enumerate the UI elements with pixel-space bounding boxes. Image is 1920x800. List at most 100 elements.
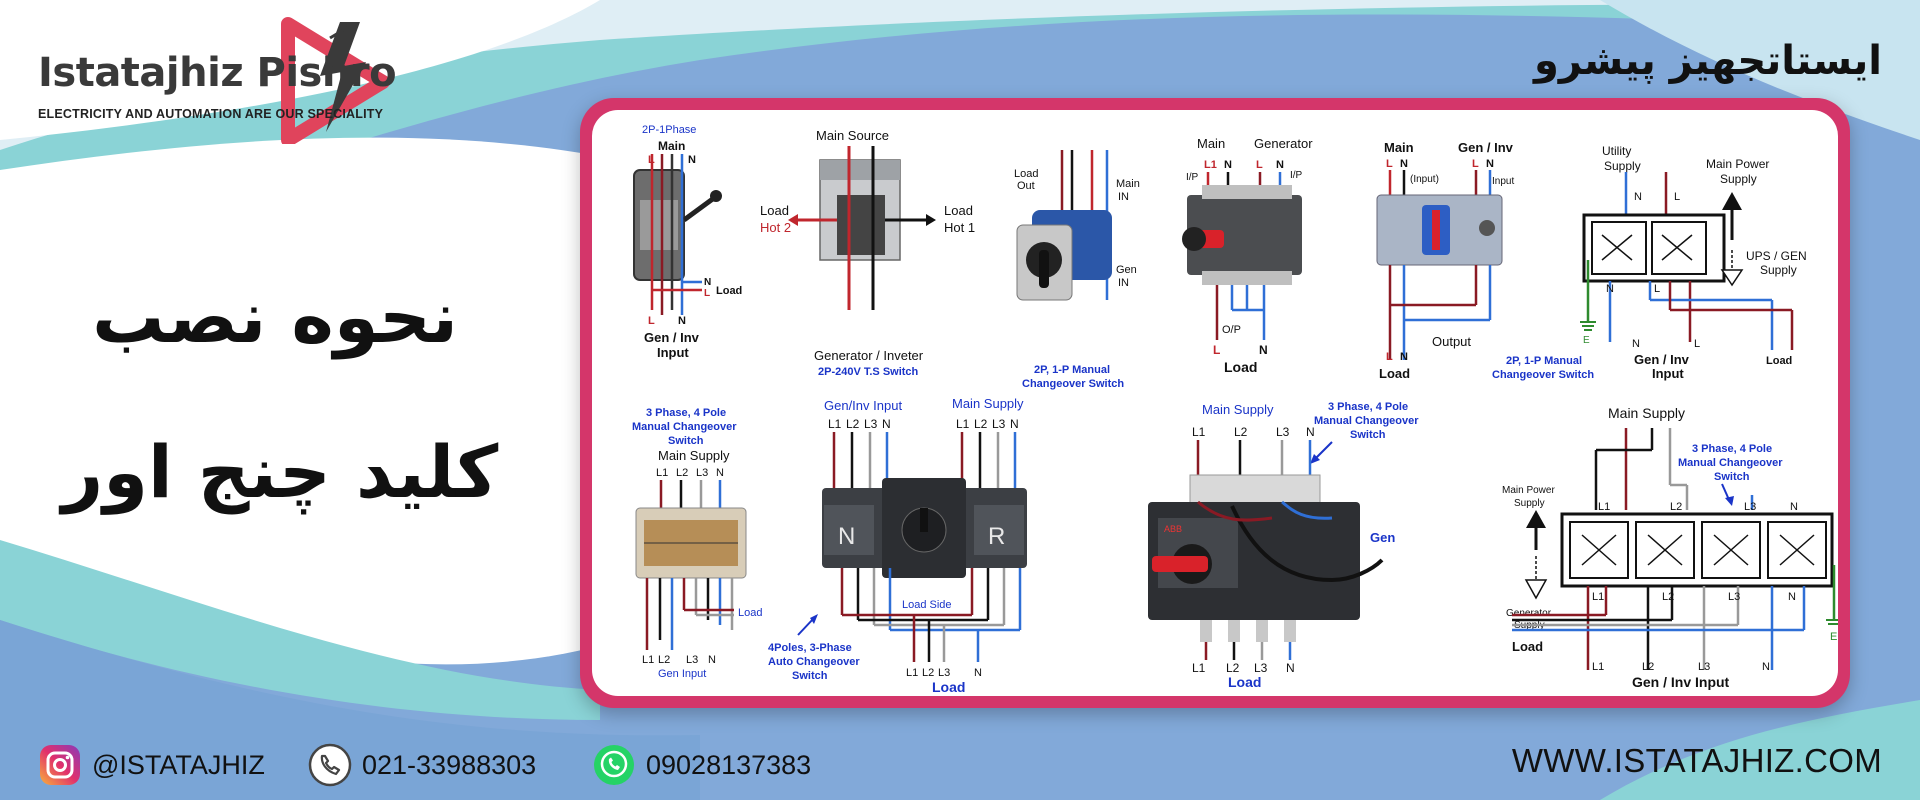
d4-n-gen: N <box>1276 159 1284 171</box>
d6-mps2: Supply <box>1720 172 1757 186</box>
d3-gen: Gen <box>1116 264 1137 276</box>
d3-in2: IN <box>1118 277 1129 289</box>
d10-mps1: Main Power <box>1502 485 1555 496</box>
d10-l2-top: L2 <box>1670 501 1682 513</box>
whatsapp-number[interactable]: 09028137383 <box>646 749 812 780</box>
d8-cap2: Auto Changeover <box>768 656 860 668</box>
d4-generator: Generator <box>1254 136 1313 151</box>
d10-n-top: N <box>1790 501 1798 513</box>
d6-switch-frame <box>1582 213 1726 283</box>
d7-main-supply: Main Supply <box>658 448 730 463</box>
d7-gen-input: Gen Input <box>658 668 706 680</box>
d10-cap3: Switch <box>1714 471 1750 483</box>
diagram-auto-changeover: Gen/Inv Input Main Supply L1 L2 L3 N L1 … <box>768 396 1027 695</box>
footer-phone[interactable]: 021-33988303 <box>308 742 536 788</box>
d9-cap1: 3 Phase, 4 Pole <box>1328 401 1408 413</box>
d10-mps2: Supply <box>1514 498 1545 509</box>
footer-instagram[interactable]: @ISTATAJHIZ <box>38 742 265 788</box>
diagram-card: 2P-1Phase Main L N N L Load L N Gen / <box>580 98 1850 708</box>
d1-input: Input <box>657 345 689 360</box>
d8-r-label: R <box>988 523 1005 550</box>
website-link[interactable]: WWW.ISTATAJHIZ.COM <box>1511 742 1882 779</box>
brand-name: Istatajhiz Pishro <box>38 50 397 96</box>
d6-gen1: Gen / Inv <box>1634 352 1690 367</box>
d6-caption1: 2P, 1-P Manual <box>1506 355 1582 367</box>
d8-l2-load: L2 <box>922 667 934 679</box>
d6-ups2: Supply <box>1760 263 1797 277</box>
d9-l1: L1 <box>1192 425 1206 439</box>
d9-l2-b: L2 <box>1226 661 1240 675</box>
d5-gen: Gen / Inv <box>1458 140 1514 155</box>
d4-n-load: N <box>1259 343 1268 357</box>
diagram-abb-changeover: Main Supply 3 Phase, 4 Pole Manual Chang… <box>1148 401 1419 690</box>
d9-l3-b: L3 <box>1254 661 1268 675</box>
d4-op: O/P <box>1222 324 1241 336</box>
d1-n-bottom: N <box>678 315 686 327</box>
d3-caption2: Changeover Switch <box>1022 378 1124 390</box>
d2-box-lid <box>820 160 900 180</box>
d4-l-load: L <box>1213 343 1220 357</box>
d9-cap2: Manual Changeover <box>1314 415 1419 427</box>
d5-output: Output <box>1432 334 1471 349</box>
d10-switch-frame <box>1560 512 1834 588</box>
d7-n-b: N <box>708 654 716 666</box>
d9-n: N <box>1306 425 1315 439</box>
d7-cap1: 3 Phase, 4 Pole <box>646 407 726 419</box>
d6-n-gen: N <box>1632 338 1640 350</box>
d10-l3-mid: L3 <box>1728 591 1740 603</box>
d8-l1-load: L1 <box>906 667 918 679</box>
d10-load: Load <box>1512 639 1543 654</box>
phone-icon <box>308 743 352 787</box>
d2-contacts <box>837 195 885 255</box>
d5-input-left: (Input) <box>1410 174 1439 185</box>
d1-title: 2P-1Phase <box>642 124 696 136</box>
d9-main-supply: Main Supply <box>1202 402 1274 417</box>
d8-l3-b: L3 <box>992 417 1006 431</box>
d8-n-a: N <box>882 417 891 431</box>
d10-l1-top: L1 <box>1598 501 1610 513</box>
diagram-rotary-switch: Load Out Main IN Gen IN 2P, 1-P Manual C… <box>1014 150 1140 390</box>
diagram-main-gen-output: Main Gen / Inv L N L N (Input) Input <box>1376 140 1514 381</box>
d10-cap1: 3 Phase, 4 Pole <box>1692 443 1772 455</box>
d3-in1: IN <box>1118 191 1129 203</box>
diagram-schematic-2p: Utility Supply Main Power Supply N L <box>1492 144 1807 381</box>
diagram-3phase-manual: 3 Phase, 4 Pole Manual Changeover Switch… <box>632 407 762 680</box>
d1-handle-knob <box>710 190 722 202</box>
d10-cap2: Manual Changeover <box>1678 457 1783 469</box>
d7-l1-b: L1 <box>642 654 654 666</box>
d8-n-load: N <box>974 667 982 679</box>
d6-caption2: Changeover Switch <box>1492 369 1594 381</box>
d3-main: Main <box>1116 178 1140 190</box>
d6-load: Load <box>1766 355 1792 367</box>
d9-load: Load <box>1228 674 1261 690</box>
d1-load: Load <box>716 285 742 297</box>
d6-ups1: UPS / GEN <box>1746 249 1807 263</box>
d9-gen: Gen <box>1370 530 1395 545</box>
d5-handle <box>1432 210 1440 250</box>
d4-n-main: N <box>1224 159 1232 171</box>
d6-e: E <box>1583 335 1590 346</box>
diagram-ts-switch: Main Source Load Hot 2 Load Hot 1 Genera… <box>760 128 975 378</box>
instagram-handle[interactable]: @ISTATAJHIZ <box>92 749 265 780</box>
d5-input-right: Input <box>1492 176 1514 187</box>
d6-l-out: L <box>1654 283 1660 295</box>
d7-l2-b: L2 <box>658 654 670 666</box>
d1-main: Main <box>658 139 685 153</box>
headline-line-2: کلید چنج اور <box>61 430 499 514</box>
phone-number[interactable]: 021-33988303 <box>362 749 537 780</box>
d7-n: N <box>716 467 724 479</box>
diagram-schematic-3phase: Main Supply 3 Phase, 4 Pole Manual Chang… <box>1502 405 1838 690</box>
d4-switch-body <box>1187 195 1302 275</box>
d2-load-left: Load <box>760 203 789 218</box>
d2-hot1: Hot 1 <box>944 220 975 235</box>
d10-l3-top: L3 <box>1744 501 1756 513</box>
d5-n-load: N <box>1400 351 1408 363</box>
d8-load: Load <box>932 679 965 695</box>
d8-l3-a: L3 <box>864 417 878 431</box>
d5-main: Main <box>1384 140 1414 155</box>
footer-whatsapp[interactable]: 09028137383 <box>592 742 811 788</box>
d3-load: Load <box>1014 168 1038 180</box>
d5-n-gen: N <box>1486 158 1494 170</box>
d10-l3-bot: L3 <box>1698 661 1710 673</box>
d4-load: Load <box>1224 359 1257 375</box>
